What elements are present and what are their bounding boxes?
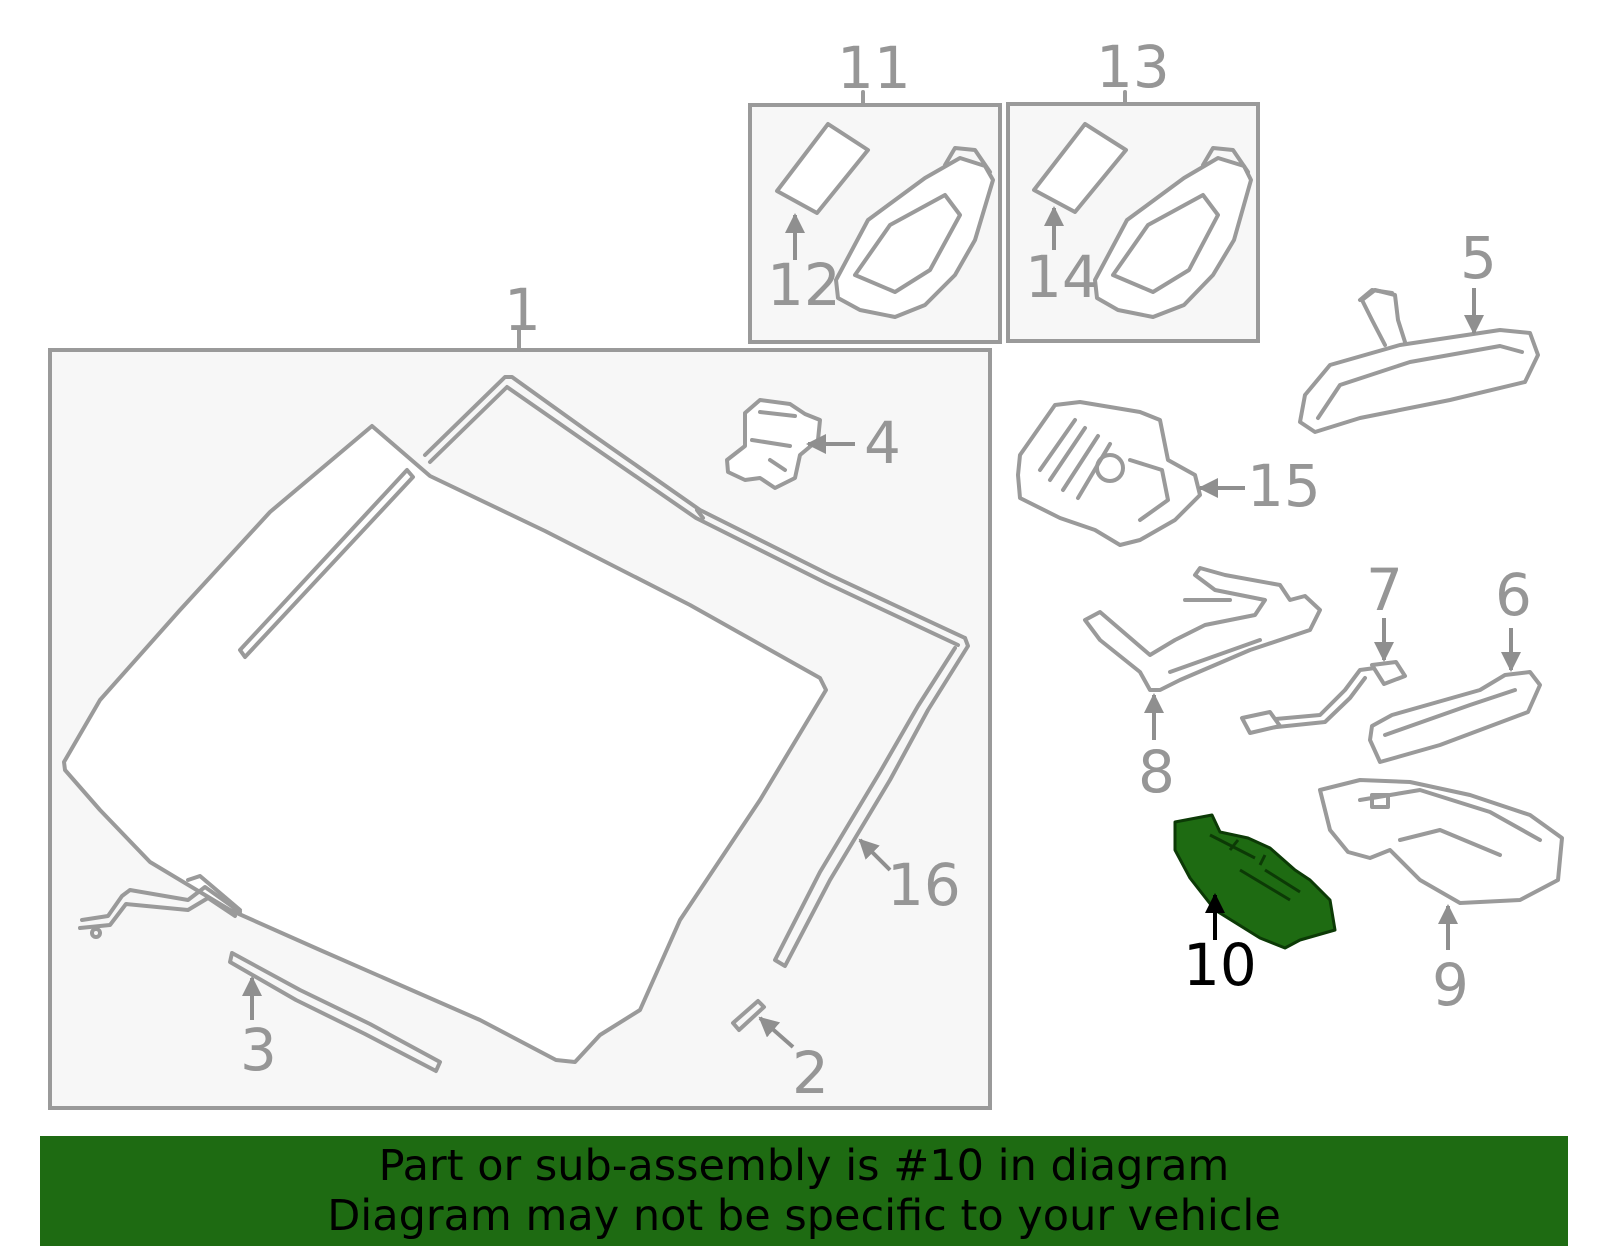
info-banner: Part or sub-assembly is #10 in diagram D… [40, 1136, 1568, 1246]
banner-line-part: Part or sub-assembly is #10 in diagram [378, 1141, 1230, 1191]
callout-14: 14 [1025, 243, 1099, 311]
windshield-glass [62, 424, 828, 1064]
windshield-assembly-group [48, 326, 992, 1110]
vanity-cover-14 [1032, 122, 1128, 214]
vanity-lamp-13 [1093, 156, 1253, 319]
clip-part [731, 999, 766, 1032]
upper-molding [423, 375, 967, 640]
callout-9: 9 [1432, 951, 1469, 1019]
callout-10: 10 [1183, 931, 1257, 999]
callout-labels: 1 2 3 4 5 6 7 8 9 10 11 12 13 14 15 16 [240, 33, 1532, 1107]
vanity-lamp-11 [834, 156, 995, 319]
callout-1: 1 [504, 276, 541, 344]
callout-12: 12 [767, 251, 841, 319]
callout-arrows [242, 206, 1521, 1049]
callout-16: 16 [887, 851, 961, 919]
mounting-bracket-8 [1083, 566, 1322, 692]
trim-cover-6 [1368, 670, 1542, 764]
camera-sensor-housing [1016, 400, 1202, 547]
callout-2: 2 [792, 1039, 829, 1107]
highlighted-part-10 [1173, 813, 1337, 950]
callout-13: 13 [1096, 33, 1170, 101]
callout-8: 8 [1138, 738, 1175, 806]
callout-11: 11 [837, 34, 911, 102]
callout-5: 5 [1460, 224, 1497, 292]
banner-line-disclaimer: Diagram may not be specific to your vehi… [327, 1191, 1281, 1241]
callout-15: 15 [1247, 452, 1321, 520]
callout-7: 7 [1366, 556, 1403, 624]
wire-harness [78, 885, 242, 930]
lower-molding [228, 951, 442, 1073]
cover-9 [1318, 778, 1564, 905]
vanity-cover-12 [775, 122, 870, 215]
side-molding [773, 636, 970, 968]
callout-3: 3 [240, 1016, 277, 1084]
connector-wire-7 [1240, 660, 1407, 735]
callout-4: 4 [864, 409, 901, 477]
left-molding [238, 468, 415, 659]
callout-6: 6 [1495, 561, 1532, 629]
rear-view-mirror [1298, 288, 1540, 434]
